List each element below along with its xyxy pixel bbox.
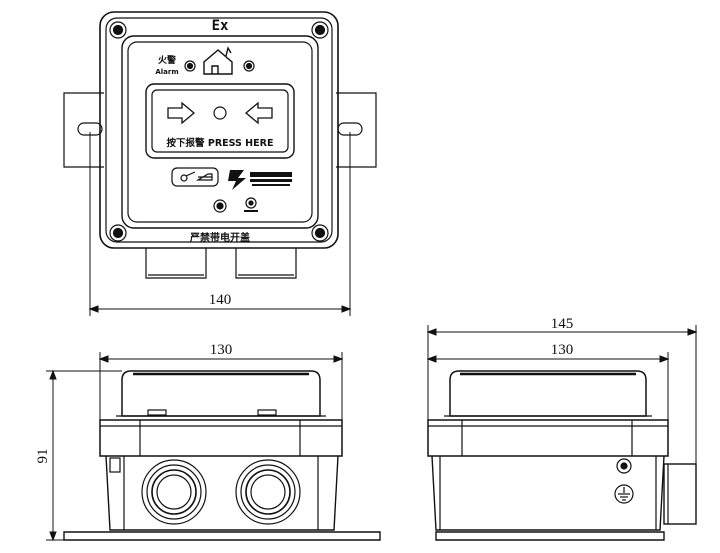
front-width-value: 140 [209, 292, 232, 308]
brand-text-mark [250, 172, 292, 186]
side-view-b [427, 370, 697, 541]
arrow-left-icon [244, 101, 273, 125]
side-b-overall-value: 145 [551, 316, 574, 332]
side-a-body [105, 455, 339, 531]
front-width-dimension [88, 132, 352, 316]
side-b-flange-band [427, 419, 669, 457]
corner-screw-icon [311, 21, 329, 39]
key-reset-badge [171, 167, 219, 187]
footer-warning-label: 严禁带电开盖 [189, 231, 250, 244]
ex-mark: Ex [212, 18, 229, 34]
press-here-label: 按下报警 PRESS HERE [167, 137, 274, 149]
side-a-flange-band [99, 419, 343, 457]
side-b-body [431, 455, 665, 531]
front-faceplate [121, 35, 319, 229]
side-a-cable-gland-left [141, 459, 207, 525]
front-cable-gland-right [235, 248, 297, 279]
ground-terminal-icon [616, 458, 632, 474]
side-a-height-value: 91 [35, 449, 51, 464]
bottom-led-icon [213, 199, 227, 213]
side-a-width-value: 130 [210, 342, 233, 358]
indicator-led-icon [243, 60, 255, 72]
certification-mark-icon [244, 197, 258, 212]
side-b-protruding-gland [663, 463, 697, 525]
ground-symbol-icon [614, 484, 634, 504]
side-a-width-dimension [98, 352, 344, 420]
side-b-width-dimension [426, 352, 670, 420]
alarm-led-icon [184, 60, 196, 72]
alarm-cn-label: 火警 [158, 54, 176, 66]
arrow-right-icon [167, 101, 196, 125]
corner-screw-icon [311, 224, 329, 242]
side-a-height-dimension [46, 369, 122, 542]
side-b-overall-dimension [426, 325, 698, 464]
brand-logo-icon [228, 170, 246, 190]
side-view-a [63, 370, 381, 541]
side-a-mounting-feet [63, 531, 381, 541]
front-view [63, 11, 377, 279]
side-b-lid [449, 370, 647, 417]
front-cable-gland-left [145, 248, 207, 279]
side-b-width-value: 130 [551, 342, 574, 358]
side-a-ground-screw [109, 457, 121, 473]
key-icon [180, 171, 213, 182]
corner-screw-icon [109, 224, 127, 242]
side-a-cable-gland-right [235, 459, 301, 525]
center-point-icon [213, 106, 227, 120]
right-mounting-flange [336, 92, 377, 168]
left-mounting-flange [63, 92, 104, 168]
side-a-lid [121, 370, 321, 417]
fire-house-icon [203, 46, 233, 75]
corner-screw-icon [109, 21, 127, 39]
press-window [145, 83, 295, 159]
front-outer-housing [99, 11, 339, 249]
alarm-en-label: Alarm [155, 68, 178, 76]
side-b-mounting-feet [435, 531, 665, 541]
